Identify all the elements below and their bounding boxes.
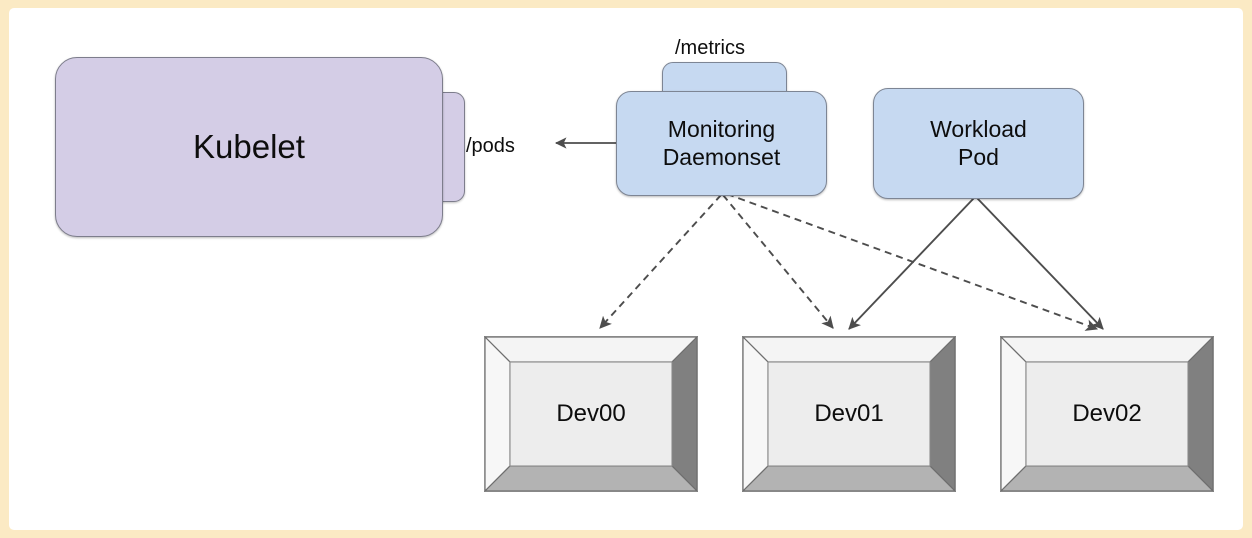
node-device-dev00[interactable]: Dev00: [484, 336, 698, 492]
node-kubelet[interactable]: Kubelet: [55, 57, 443, 237]
node-kubelet-label: Kubelet: [193, 127, 305, 165]
device-box-shape: [742, 336, 956, 492]
node-monitoring-daemonset-label: Monitoring Daemonset: [662, 116, 781, 170]
diagram-canvas: Kubelet /pods /metrics Monitoring Daemon…: [9, 8, 1243, 530]
edge-monitoring-to-dev02: [726, 193, 1099, 331]
node-workload-pod-label: Workload Pod: [930, 116, 1027, 170]
node-device-dev02[interactable]: Dev02: [1000, 336, 1214, 492]
metrics-endpoint-label: /metrics: [675, 37, 745, 59]
pods-endpoint-label: /pods: [466, 135, 515, 157]
device-box-shape: [1000, 336, 1214, 492]
edge-monitoring-to-dev00: [599, 194, 722, 329]
edge-workload-to-dev01: [848, 197, 975, 330]
device-box-shape: [484, 336, 698, 492]
edge-workload-to-dev02: [976, 197, 1104, 330]
edge-monitoring-to-dev01: [722, 194, 834, 329]
node-device-dev01[interactable]: Dev01: [742, 336, 956, 492]
node-workload-pod[interactable]: Workload Pod: [873, 88, 1084, 199]
node-monitoring-daemonset[interactable]: Monitoring Daemonset: [616, 91, 827, 196]
